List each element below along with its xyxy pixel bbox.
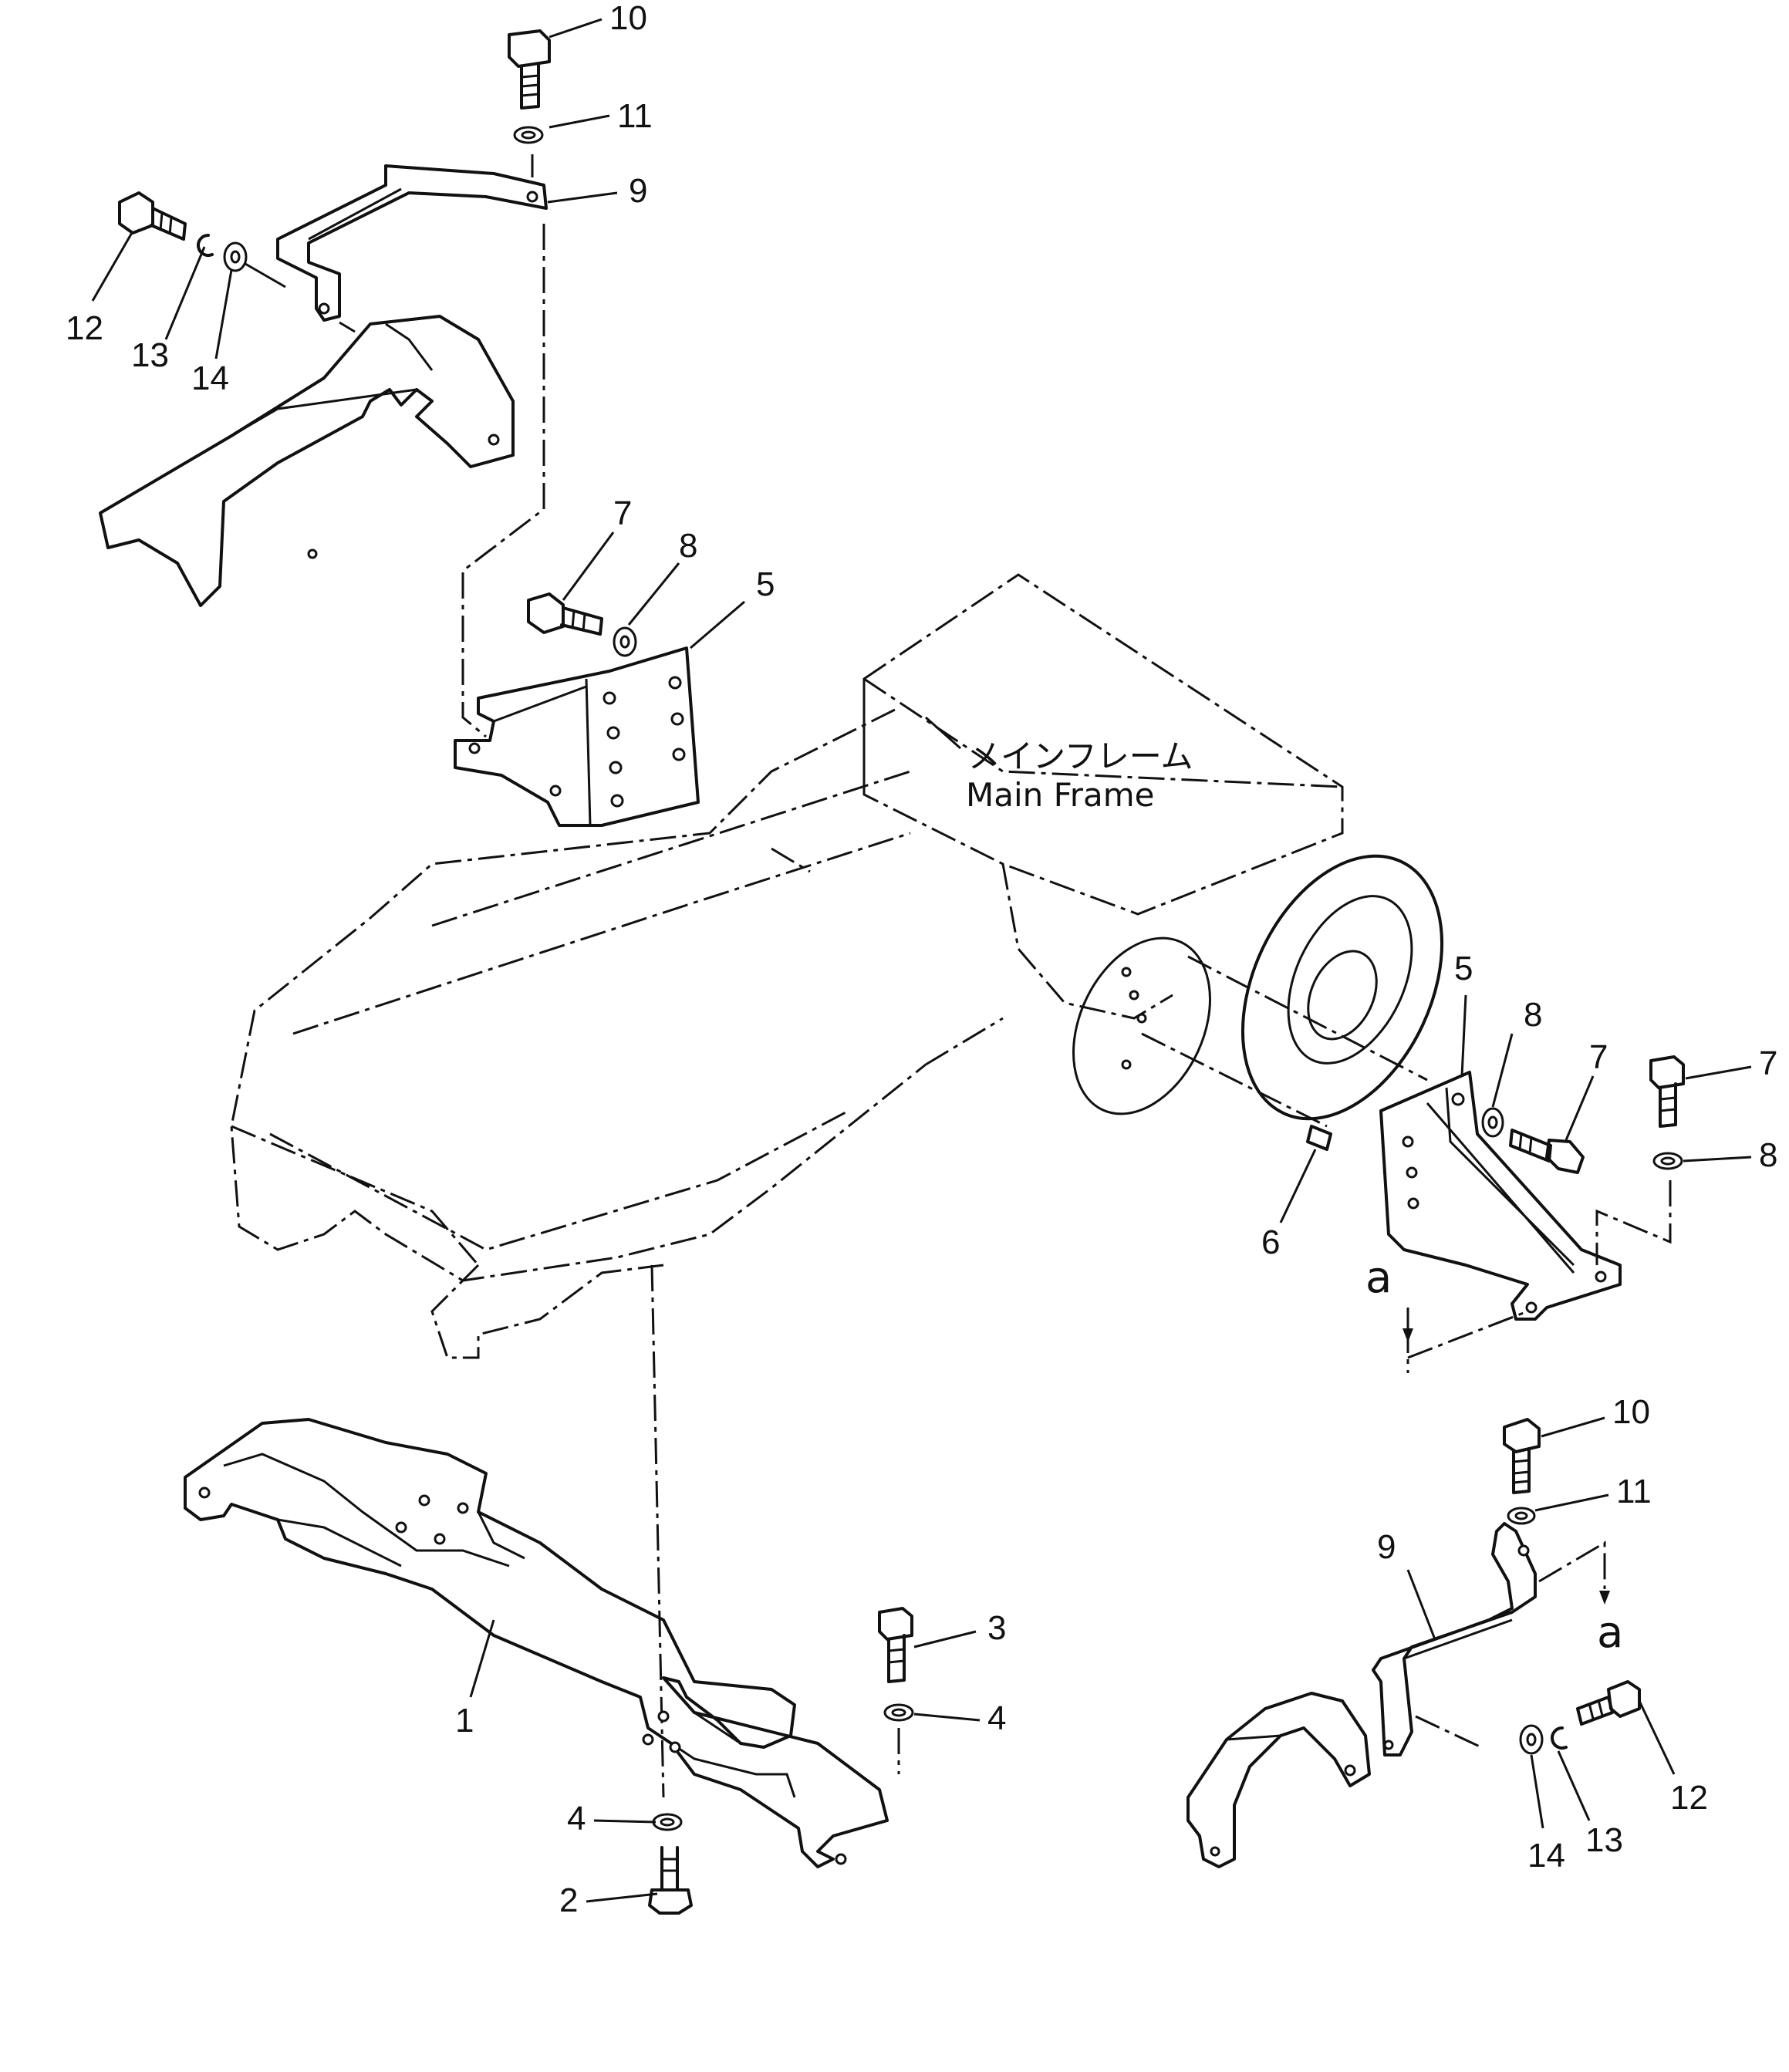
callout-12-top: 12: [66, 309, 103, 347]
view-marker-a-lower: a: [1597, 1608, 1623, 1658]
washer-14-top: [223, 241, 248, 272]
callout-8-far: 8: [1759, 1136, 1777, 1174]
main-frame: [230, 573, 1444, 1798]
callout-10-top: 10: [609, 0, 647, 37]
bolt-10-bot: [1503, 1418, 1541, 1494]
callout-7-right: 7: [1589, 1038, 1608, 1076]
pin-6: [1306, 1125, 1332, 1151]
callout-7-mid: 7: [613, 494, 632, 532]
callout-11-bot: 11: [1616, 1473, 1652, 1510]
bracket-5-left: [454, 646, 700, 827]
washer-4-right: [883, 1703, 914, 1722]
bracket-9-top: [276, 164, 548, 322]
callout-13-bot: 13: [1585, 1821, 1623, 1859]
callout-6: 6: [1261, 1223, 1280, 1261]
bolt-7-right: [1509, 1129, 1585, 1174]
callout-13-top: 13: [131, 336, 169, 374]
washer-8-mid: [613, 626, 637, 657]
bracket-5-left-assembly: [454, 592, 700, 827]
bolt-3: [878, 1607, 913, 1683]
bolt-2: [648, 1846, 693, 1915]
callout-5-mid: 5: [756, 565, 775, 603]
callout-2: 2: [559, 1881, 578, 1919]
bracket-9-bot: [1372, 1522, 1537, 1756]
bolt-7-far: [1649, 1055, 1685, 1128]
callout-8-mid: 8: [679, 527, 697, 565]
callout-10-bot: 10: [1612, 1393, 1650, 1431]
bolt-10-top: [508, 29, 551, 110]
callout-14-bot: 14: [1527, 1837, 1565, 1875]
bracket-5-right-assembly: [1306, 1055, 1685, 1373]
washer-8-far: [1652, 1152, 1683, 1170]
callouts: 10 11 9 12 13 14 7 8 5 5 8 7 7 8 6 10 11…: [66, 0, 1777, 1919]
callout-8-right: 8: [1524, 996, 1542, 1034]
view-marker-a-upper: a: [1365, 1253, 1392, 1303]
bolt-12-top: [118, 191, 187, 241]
callout-9-top: 9: [629, 172, 647, 210]
washer-14-bot: [1519, 1724, 1544, 1755]
lower-frame-assembly: [184, 1418, 914, 1915]
callout-4-left: 4: [567, 1800, 586, 1837]
washer-11-top: [513, 126, 544, 144]
main-frame-label-en: Main Frame: [966, 776, 1154, 814]
callout-9-bot: 9: [1377, 1528, 1396, 1566]
washer-4-left: [652, 1813, 683, 1831]
washer-11-bot: [1507, 1507, 1536, 1525]
leader-lines: [91, 18, 1752, 1903]
main-frame-label-jp: メインフレーム: [968, 737, 1193, 775]
bolt-7-mid: [527, 592, 603, 636]
cover-bot: [1186, 1692, 1371, 1868]
callout-14-top: 14: [191, 359, 229, 397]
callout-11-top: 11: [617, 97, 653, 135]
callout-3: 3: [987, 1609, 1006, 1647]
callout-5-right: 5: [1454, 950, 1473, 987]
callout-4-right: 4: [987, 1699, 1006, 1737]
callout-7-far: 7: [1759, 1044, 1777, 1082]
lockwasher-13-bot: [1551, 1726, 1568, 1750]
part-1: [184, 1418, 889, 1868]
washer-8-right: [1481, 1107, 1504, 1138]
callout-1: 1: [455, 1702, 474, 1740]
bottom-cover-assembly: [1186, 1418, 1641, 1868]
bracket-5-right: [1379, 1071, 1622, 1321]
lockwasher-13-top: [197, 234, 214, 257]
bolt-12-bot: [1576, 1680, 1641, 1726]
wheel: [1240, 854, 1444, 1121]
callout-12-bot: 12: [1670, 1779, 1708, 1817]
top-cover-assembly: [99, 29, 551, 738]
